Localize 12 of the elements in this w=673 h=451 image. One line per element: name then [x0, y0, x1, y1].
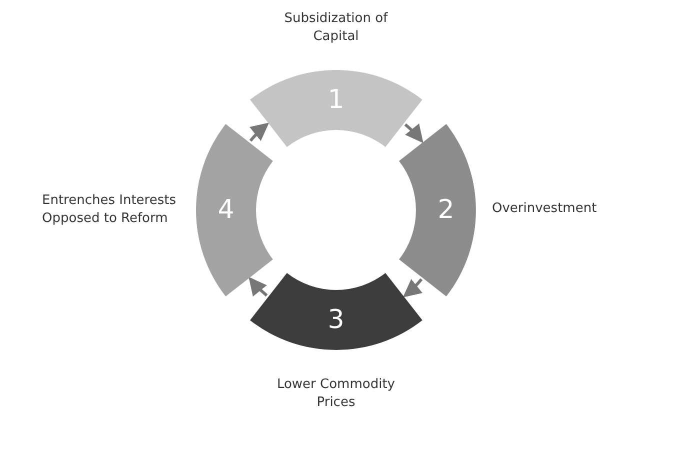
- step-number: 3: [328, 306, 344, 333]
- arrow: [249, 122, 270, 142]
- step-number: 2: [438, 196, 454, 223]
- step-label: Subsidization of Capital: [283, 10, 389, 46]
- arrow: [402, 278, 423, 298]
- step-label: Lower Commodity Prices: [276, 376, 396, 412]
- arrow: [404, 123, 424, 144]
- step-number: 4: [218, 196, 234, 223]
- arrow: [248, 276, 268, 297]
- step-label: Overinvestment: [492, 200, 598, 218]
- step-number: 1: [328, 87, 344, 113]
- step-label: Entrenches Interests Opposed to Reform: [42, 192, 178, 228]
